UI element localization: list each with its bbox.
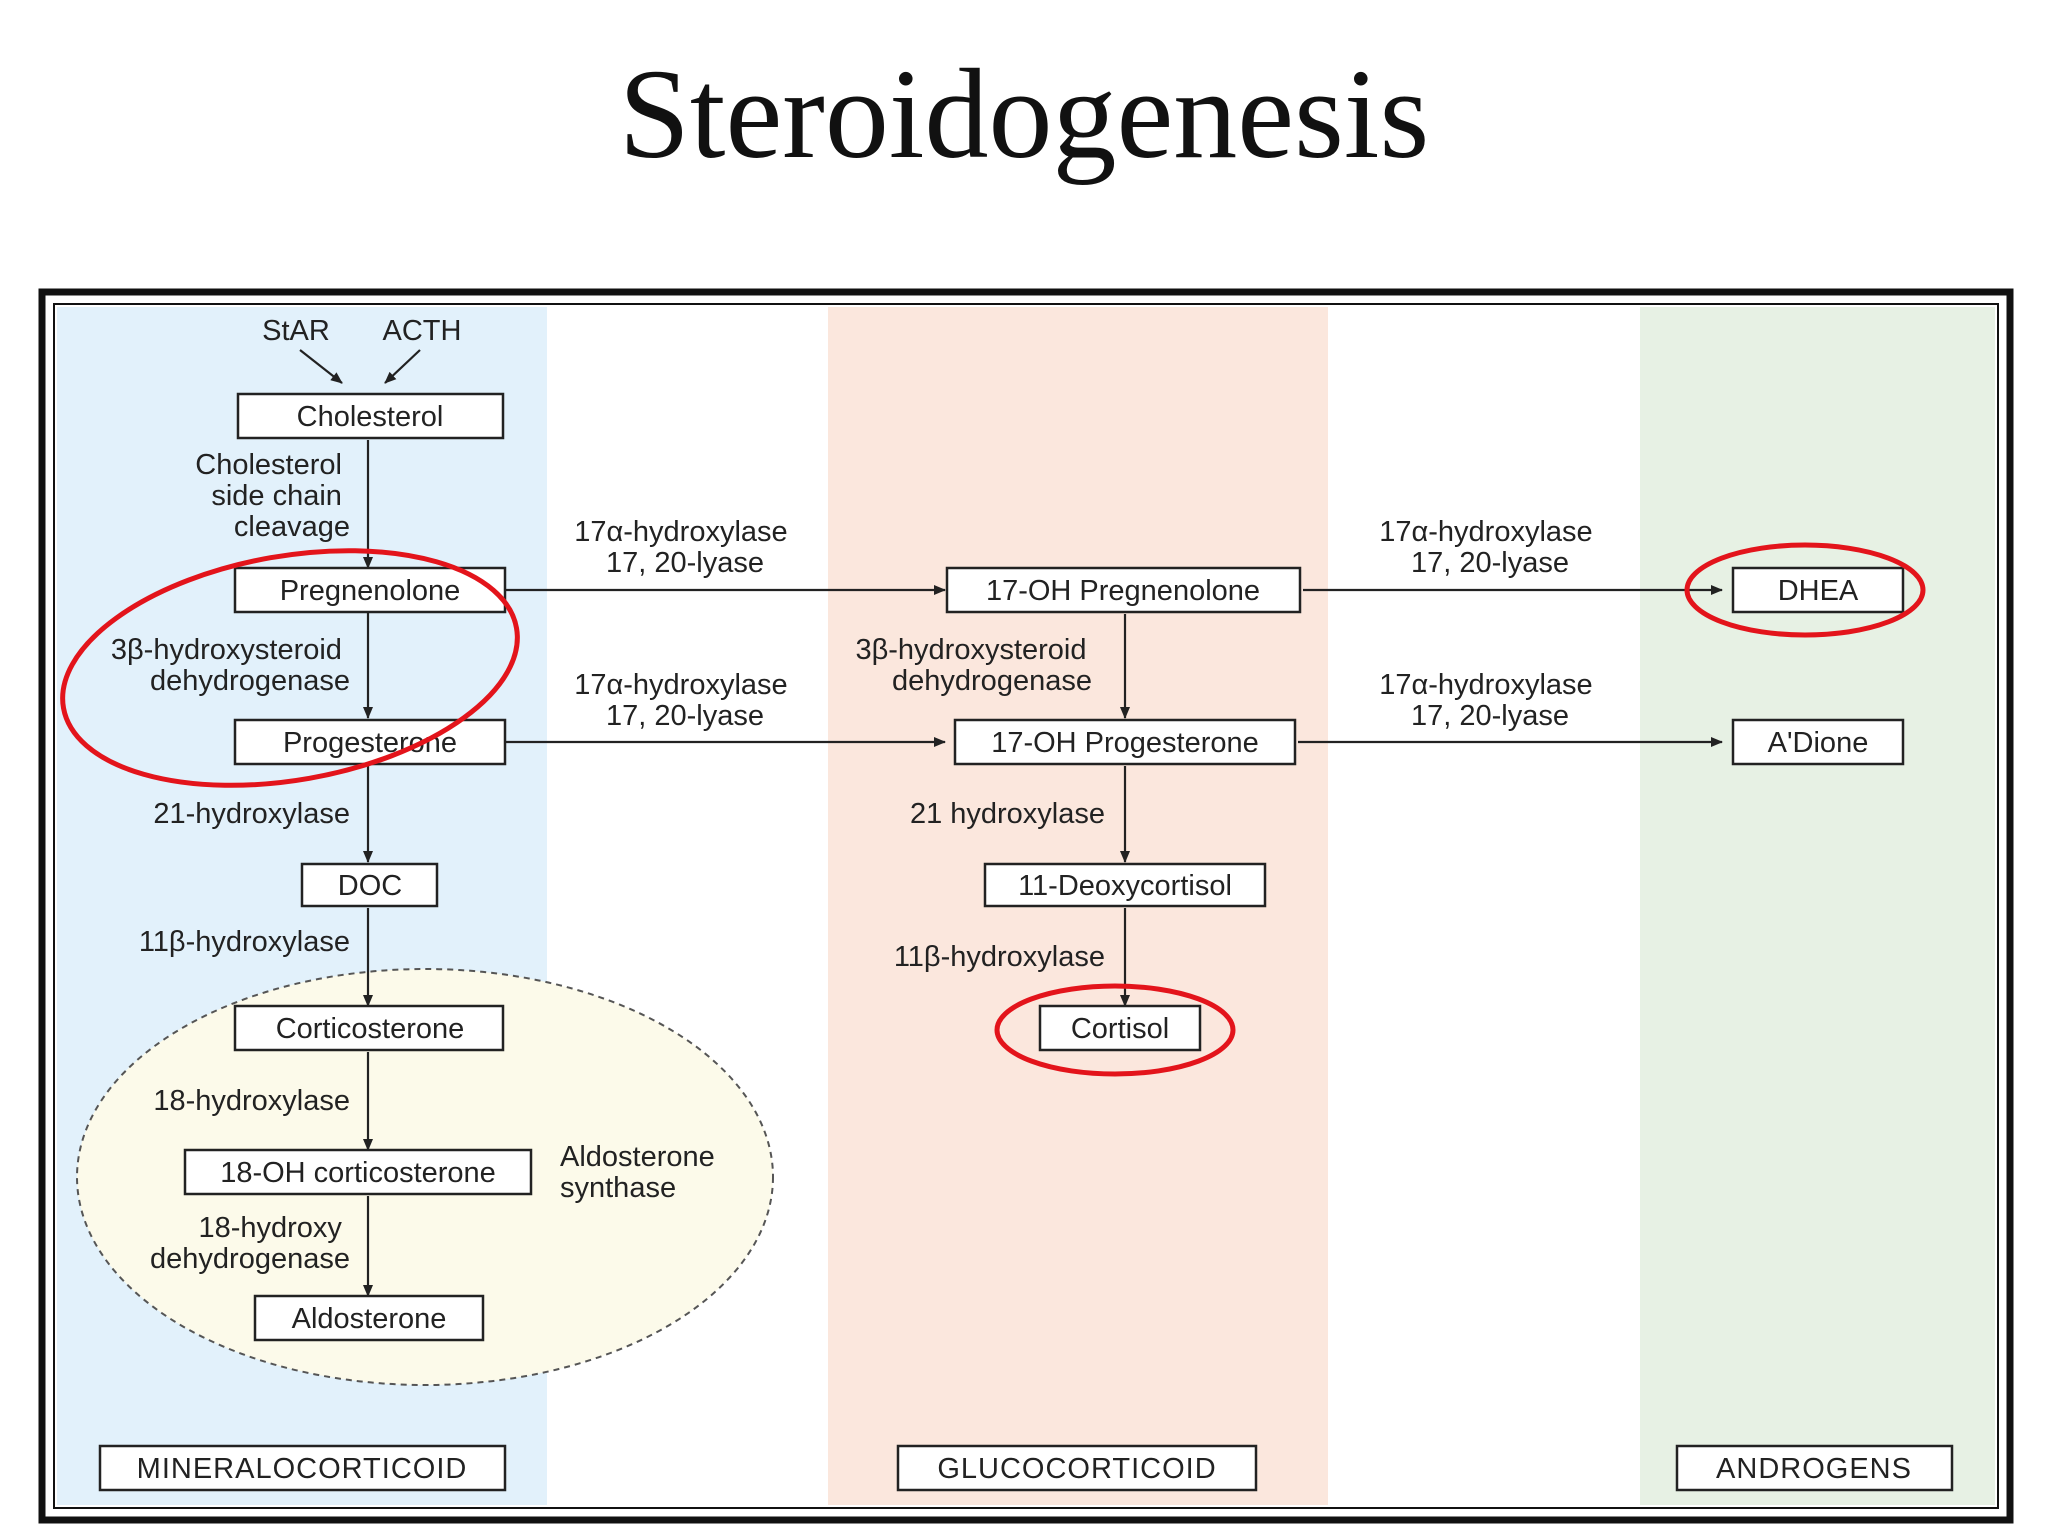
svg-text:GLUCOCORTICOID: GLUCOCORTICOID [937, 1453, 1216, 1485]
node-17oh-pregnenolone: 17-OH Pregnenolone [945, 566, 1302, 614]
enzyme-21-hydroxylase-mid: 21 hydroxylase [910, 798, 1105, 830]
enzyme-17a-hydroxylase-top-left: 17α-hydroxylase 17, 20-lyase [574, 516, 795, 579]
pathway-arrows [299, 349, 1723, 1297]
enzyme-17a-hydroxylase-mid-right: 17α-hydroxylase 17, 20-lyase [1379, 669, 1600, 732]
category-mineralocorticoid: MINERALOCORTICOID [98, 1444, 507, 1492]
svg-text:Aldosterone: Aldosterone [292, 1303, 447, 1335]
enzyme-side-chain-cleavage: Cholesterol side chain cleavage [195, 449, 350, 543]
enzyme-11b-hydroxylase-left: 11β-hydroxylase [139, 926, 350, 958]
node-corticosterone: Corticosterone [233, 1004, 505, 1052]
svg-text:ANDROGENS: ANDROGENS [1716, 1453, 1912, 1485]
node-aldosterone: Aldosterone [253, 1294, 485, 1342]
node-dhea: DHEA [1731, 566, 1905, 614]
svg-text:MINERALOCORTICOID: MINERALOCORTICOID [137, 1453, 468, 1485]
acth-arrow [384, 349, 421, 384]
node-11-deoxycortisol: 11-Deoxycortisol [983, 862, 1267, 908]
svg-text:Corticosterone: Corticosterone [276, 1013, 465, 1045]
enzyme-17a-hydroxylase-top-right: 17α-hydroxylase 17, 20-lyase [1379, 516, 1600, 579]
enzyme-3b-hsd-left: 3β-hydroxysteroid dehydrogenase [111, 634, 350, 697]
enzyme-11b-hydroxylase-mid: 11β-hydroxylase [894, 941, 1105, 973]
label-star: StAR [262, 315, 330, 347]
node-doc: DOC [300, 862, 439, 908]
svg-text:DOC: DOC [338, 870, 402, 902]
svg-text:DHEA: DHEA [1778, 575, 1859, 607]
svg-text:Pregnenolone: Pregnenolone [280, 575, 461, 607]
page-title: Steroidogenesis [618, 43, 1430, 185]
node-18oh-corticosterone: 18-OH corticosterone [183, 1148, 533, 1196]
enzyme-3b-hsd-mid: 3β-hydroxysteroid dehydrogenase [855, 634, 1094, 697]
star-arrow [299, 349, 343, 384]
svg-text:A'Dione: A'Dione [1768, 727, 1869, 759]
enzyme-aldosterone-synthase: Aldosterone synthase [560, 1141, 723, 1204]
enzyme-18-hydroxylase: 18-hydroxylase [153, 1085, 350, 1117]
node-adione: A'Dione [1731, 718, 1905, 766]
category-androgens: ANDROGENS [1675, 1444, 1954, 1492]
highlight-cortisol [994, 983, 1236, 1077]
category-glucocorticoid: GLUCOCORTICOID [896, 1444, 1258, 1492]
enzyme-17a-hydroxylase-mid-left: 17α-hydroxylase 17, 20-lyase [574, 669, 795, 732]
highlight-pregnenolone-progesterone [60, 548, 520, 788]
svg-text:Cholesterol: Cholesterol [297, 401, 444, 433]
enzyme-18-hydroxy-dehydrogenase: 18-hydroxy dehydrogenase [150, 1212, 350, 1275]
svg-text:11-Deoxycortisol: 11-Deoxycortisol [1018, 870, 1232, 902]
node-progesterone: Progesterone [233, 718, 507, 766]
enzyme-21-hydroxylase-left: 21-hydroxylase [153, 798, 350, 830]
node-17oh-progesterone: 17-OH Progesterone [953, 718, 1297, 766]
svg-text:17-OH Progesterone: 17-OH Progesterone [991, 727, 1259, 759]
androgens-band [1640, 307, 1995, 1505]
label-acth: ACTH [383, 315, 462, 347]
svg-text:17-OH Pregnenolone: 17-OH Pregnenolone [986, 575, 1260, 607]
highlight-dhea [1684, 542, 1926, 638]
svg-text:18-OH corticosterone: 18-OH corticosterone [220, 1157, 496, 1189]
node-pregnenolone: Pregnenolone [233, 566, 507, 614]
svg-text:Progesterone: Progesterone [283, 727, 457, 759]
node-cortisol: Cortisol [1038, 1004, 1202, 1052]
node-cholesterol: Cholesterol [236, 392, 505, 440]
svg-text:Cortisol: Cortisol [1071, 1013, 1169, 1045]
